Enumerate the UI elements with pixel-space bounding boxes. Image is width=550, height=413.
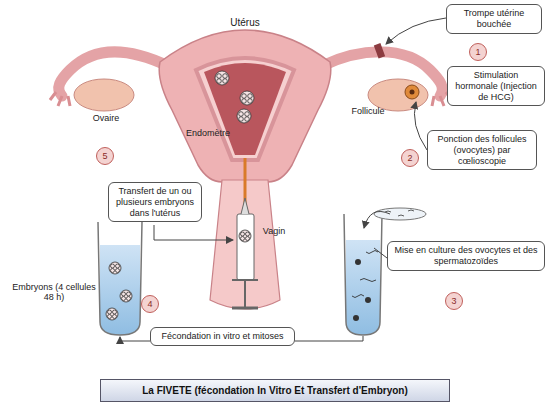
callout-circle: 5 [96,147,114,165]
text-box: Transfert de un ou plusieurs embryons da… [108,182,202,222]
callout-circle: 3 [445,292,463,310]
part-label: Follicule [344,106,392,116]
text-box: Mise en culture des ovocytes et des sper… [387,241,545,271]
box-text: Trompe utérine bouchée [464,8,525,29]
box-text: Fécondation in vitro et mitoses [161,331,283,341]
box-text: Transfert de un ou plusieurs embryons da… [116,186,194,218]
sperm-cells [385,210,414,216]
vagina [210,180,280,309]
embryo [215,71,254,123]
tube-liquid [346,240,380,335]
callout-number: 3 [451,296,456,307]
label-text: Ovaire [93,113,120,123]
title-text: La FIVETE (fécondation In Vitro Et Trans… [142,385,408,396]
plunger-handle [232,307,258,310]
part-label: Utérus [222,17,268,29]
tube-blockage [374,43,385,59]
text-box: Trompe utérine bouchée [446,4,542,34]
callout-number: 2 [407,153,412,164]
oocyte [410,90,415,95]
callout-number: 4 [147,299,152,310]
title-box: La FIVETE (fécondation In Vitro Et Trans… [100,379,450,402]
text-box: Ponction des follicules (ovocytes) par c… [427,130,537,170]
label-text: Endomètre [186,128,230,138]
finger-grip [232,279,258,281]
text-box: Stimulation hormonale (Injection de HCG) [447,66,545,106]
tube-liquid [100,245,140,335]
test-tube [344,214,382,335]
callout-circle: 4 [141,295,159,313]
ovary [74,79,134,111]
fimbriae [50,92,70,106]
box-text: Ponction des follicules (ovocytes) par c… [437,134,526,166]
callout-number: 5 [102,151,107,162]
leader-arrow [120,18,446,341]
syringe-barrel [237,214,254,280]
box-text: Stimulation hormonale (Injection de HCG) [455,70,537,102]
embryo [106,262,132,320]
part-label: Vagin [258,226,290,236]
follicle [405,85,419,99]
part-label: Endomètre [182,128,234,138]
uterine-cavity [204,63,286,155]
endometrium [196,58,294,160]
petri-dish [374,208,426,220]
part-label: Ovaire [86,113,126,123]
test-tube [98,222,142,335]
catheter-tip [241,198,249,214]
label-text: Utérus [230,17,259,28]
box-text: Mise en culture des ovocytes et des sper… [394,245,537,266]
callout-circle: 2 [401,149,419,167]
label-text: Vagin [263,226,285,236]
label-text: Follicule [351,106,384,116]
callout-number: 1 [475,47,480,58]
gametes [352,251,378,322]
embryo [239,230,251,242]
label-text: Embryons (4 cellules 48 h) [12,282,96,302]
callout-circle: 1 [469,43,487,61]
part-label: Embryons (4 cellules 48 h) [10,282,98,303]
text-box: Fécondation in vitro et mitoses [150,327,295,346]
plunger [244,280,246,308]
